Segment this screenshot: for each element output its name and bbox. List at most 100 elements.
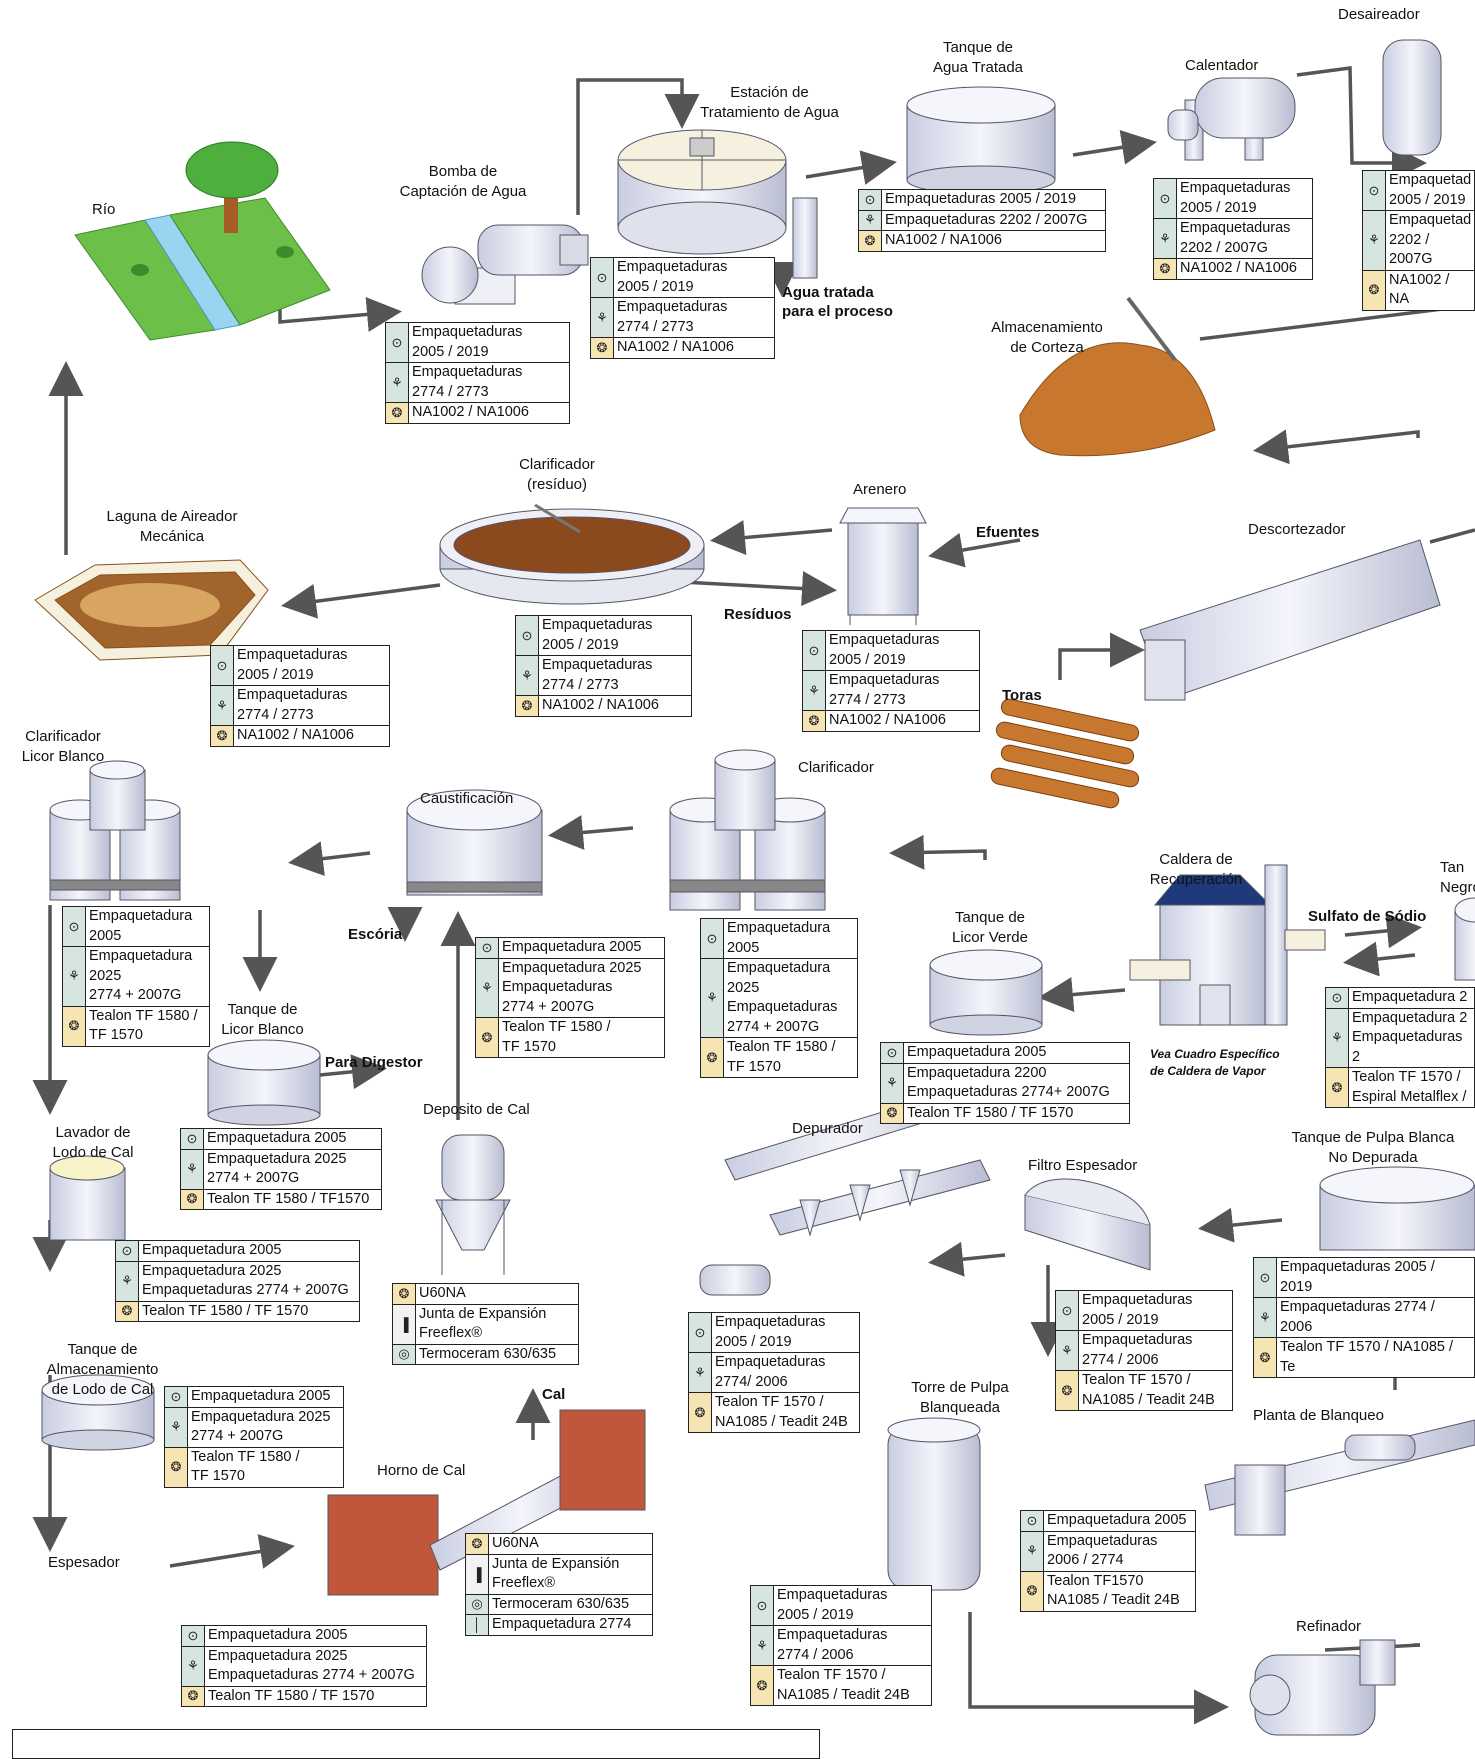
label-calentador: Calentador	[1185, 57, 1259, 74]
label-corteza: Almacenamiento de Corteza	[991, 319, 1103, 356]
product-text: Tealon TF 1580 / TF 1570	[502, 1019, 611, 1055]
table-planta: ⊙Empaquetadura 2005⚘Empaquetaduras 2006 …	[1020, 1510, 1196, 1612]
label-caldera: Caldera de Recuperación	[1149, 851, 1243, 888]
product-text: Empaquetadura 2005	[208, 1627, 348, 1643]
table-row: ❂Tealon TF 1580 / TF 1570	[165, 1447, 343, 1487]
valve-icon: ⚘	[516, 656, 539, 695]
recovery-boiler-illustration	[1129, 864, 1326, 1026]
table-row: ◎Termoceram 630/635	[393, 1344, 578, 1364]
gasket-icon: ❂	[476, 1018, 499, 1057]
table-espesador: ⊙Empaquetadura 2005⚘Empaquetadura 2025 E…	[181, 1625, 427, 1707]
valve-icon: ⚘	[165, 1407, 188, 1447]
gasket-icon: ❂	[591, 338, 614, 358]
product-text: Empaquetadura 2025 Empaquetaduras 2774 +…	[727, 960, 838, 1035]
product-text: Empaquetadura 2005	[191, 1388, 331, 1404]
product-text: Empaquetaduras 2774/ 2006	[715, 1354, 826, 1390]
valve-icon: ⚘	[211, 686, 234, 725]
table-row: ⊙Empaquetadura 2005	[1021, 1511, 1195, 1532]
gasket-icon: ❂	[803, 711, 826, 731]
table-clarificador-licor-blanco: ⊙Empaquetadura 2005⚘Empaquetadura 2025 2…	[62, 906, 210, 1047]
label-horno: Horno de Cal	[377, 1462, 466, 1479]
pump-icon: ⊙	[386, 323, 409, 362]
label-bomba: Bomba de Captación de Agua	[399, 163, 527, 200]
product-text: Empaquetaduras 2005 / 2019	[885, 191, 1077, 207]
product-text: Empaquetadura 2005	[1047, 1512, 1187, 1528]
product-text: NA1002 / NA1006	[829, 712, 946, 728]
label-lavador: Lavador de Lodo de Cal	[52, 1124, 134, 1161]
white-liquor-tank-illustration	[207, 1039, 321, 1126]
label-torre: Torre de Pulpa Blanqueada	[911, 1379, 1009, 1416]
table-row: ⚘Empaquetadura 2025 2774 + 2007G	[63, 947, 209, 1007]
table-row: ⊙Empaquetaduras 2005 / 2019	[803, 631, 979, 671]
label-escoria: Escória	[348, 926, 403, 943]
gasket-icon: ❂	[393, 1284, 416, 1304]
pump-icon: ⊙	[881, 1043, 904, 1063]
treated-water-tank-illustration	[906, 86, 1056, 195]
table-row: ⊙Empaquetadura 2005	[181, 1129, 381, 1150]
pump-icon: ⊙	[1326, 988, 1349, 1008]
product-text: NA1002 / NA1006	[542, 697, 659, 713]
valve-icon: ⚘	[1254, 1298, 1277, 1337]
product-text: Empaquetadura 2774	[492, 1616, 632, 1632]
product-text: Termoceram 630/635	[492, 1595, 630, 1612]
table-tanque-licor-verde: ⊙Empaquetadura 2005⚘Empaquetadura 2200 E…	[880, 1042, 1130, 1124]
table-row: ❂Tealon TF 1580 / TF 1570	[701, 1038, 857, 1077]
product-text: Empaquetadura 2025 2774 + 2007G	[89, 948, 193, 1003]
valve-icon: ⚘	[591, 298, 614, 337]
pump-icon: ⊙	[516, 616, 539, 655]
pump-icon: ⊙	[689, 1313, 712, 1352]
label-tanque-negro: Tan Negro	[1440, 859, 1475, 896]
table-row: ❂Tealon TF 1580 / TF 1570	[881, 1103, 1129, 1123]
label-tanque-agua: Tanque de Agua Tratada	[932, 39, 1024, 76]
product-text: Empaquetadura 2025 Empaquetaduras 2774 +…	[502, 959, 642, 1015]
table-row: ⊙Empaquetadura 2005	[63, 907, 209, 947]
pump-icon: ⊙	[1154, 179, 1177, 218]
label-arenero: Arenero	[853, 481, 907, 498]
table-row: ⊙Empaquetaduras 2005 / 2019	[1154, 179, 1312, 219]
table-laguna: ⊙Empaquetaduras 2005 / 2019⚘Empaquetadur…	[210, 645, 390, 747]
table-row: ❂Tealon TF 1580 / TF 1570	[182, 1686, 426, 1706]
label-planta: Planta de Blanqueo	[1253, 1407, 1384, 1424]
product-text: Empaquetadura 2005	[142, 1242, 282, 1258]
table-row: ⚘Empaquetadura 2025 Empaquetaduras 2774 …	[116, 1261, 359, 1302]
pump-icon: ⊙	[116, 1241, 139, 1261]
pump-icon: ⊙	[1056, 1291, 1079, 1330]
product-text: Empaquetaduras 2774 / 2006	[1082, 1332, 1193, 1368]
pump-icon: ⊙	[165, 1387, 188, 1407]
table-row: ⊙Empaquetaduras 2005 / 2019	[1056, 1291, 1232, 1331]
table-row: ❂Tealon TF 1580 / TF 1570	[63, 1006, 209, 1046]
table-row: ⊙Empaquetadura 2005	[701, 919, 857, 959]
table-row: ⊙Empaquetaduras 2005 / 2019	[211, 646, 389, 686]
table-row: ⚘Empaquetaduras 2202 / 2007G	[859, 210, 1105, 231]
gasket-icon: ❂	[689, 1393, 712, 1432]
table-row: ⊙Empaquetaduras 2005 / 2019	[591, 258, 774, 298]
product-text: Tealon TF 1580 / TF1570	[207, 1190, 370, 1207]
table-row: ⊙Empaquetadura 2005	[165, 1387, 343, 1408]
table-row: ❂Tealon TF 1570 / NA1085 / Teadit 24B	[1056, 1371, 1232, 1410]
table-row: ⊙Empaquetaduras 2005 / 2019	[751, 1586, 931, 1626]
label-agua-tratada: Agua tratada para el proceso	[782, 284, 893, 320]
ceramic-icon: ◎	[466, 1594, 489, 1614]
table-row: ❂NA1002 / NA	[1363, 270, 1474, 310]
valve-icon: ⚘	[751, 1626, 774, 1665]
table-row: ⚘Empaquetadura 2025 Empaquetaduras 2774 …	[182, 1646, 426, 1687]
gasket-icon: ❂	[1154, 259, 1177, 279]
product-text: Tealon TF 1580 / TF 1570	[191, 1448, 300, 1485]
table-row: ❂NA1002 / NA1006	[386, 403, 569, 423]
product-text: Empaquetadura 2025 Empaquetaduras 2774 +…	[142, 1262, 349, 1299]
product-text: Empaquetadura 2005	[727, 920, 831, 956]
table-row: ❂NA1002 / NA1006	[211, 726, 389, 746]
label-depurador: Depurador	[792, 1120, 863, 1137]
gasket-icon: ❂	[63, 1006, 86, 1046]
label-tanque-licor-blanco: Tanque de Licor Blanco	[221, 1001, 304, 1038]
valve-icon: ⚘	[689, 1353, 712, 1392]
table-row: ❂NA1002 / NA1006	[516, 696, 691, 716]
debarker-illustration	[1139, 539, 1441, 701]
label-desaireador: Desaireador	[1338, 6, 1420, 23]
table-row: ⊙Empaquetaduras 2005 / 2019	[1254, 1258, 1474, 1298]
gasket-icon: ❂	[1056, 1371, 1079, 1410]
product-text: Tealon TF 1580 / TF 1570	[727, 1039, 836, 1075]
product-text: Empaquetaduras 2005 / 2019	[542, 617, 653, 653]
table-row: ❂U60NA	[466, 1534, 652, 1555]
